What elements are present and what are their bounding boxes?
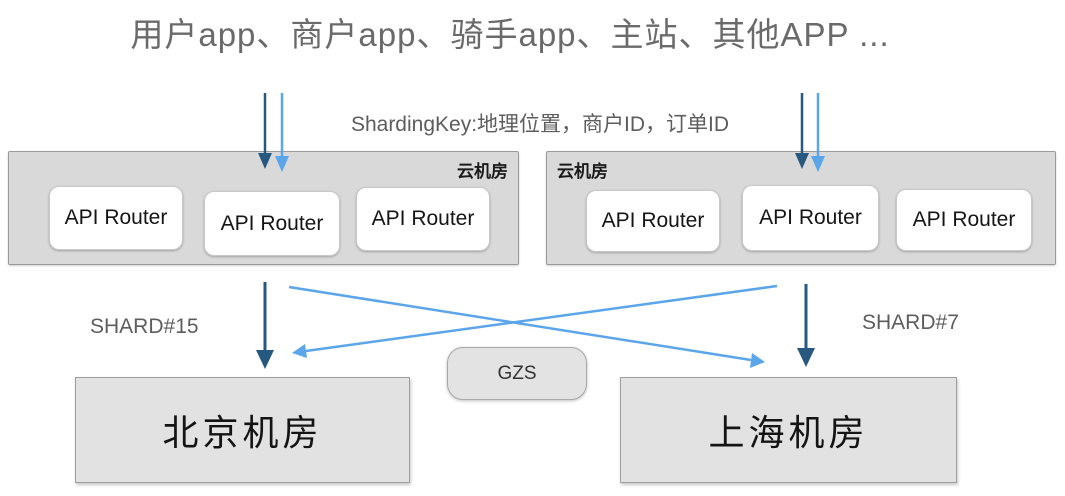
- shard-label-right: SHARD#7: [862, 311, 959, 334]
- gzs-node: GZS: [447, 347, 587, 400]
- cloud-room-left: 云机房 API Router API Router API Router: [8, 151, 519, 265]
- api-router-node: API Router: [49, 186, 183, 250]
- api-router-node: API Router: [742, 185, 879, 251]
- arrow-shard7-to-shanghai: [797, 284, 815, 367]
- cloud-room-right-label: 云机房: [557, 162, 608, 181]
- arrow-shard15-to-beijing: [256, 282, 274, 369]
- shard-label-left: SHARD#15: [90, 315, 199, 338]
- api-router-node: API Router: [896, 189, 1032, 251]
- page-title: 用户app、商户app、骑手app、主站、其他APP ...: [130, 16, 890, 53]
- api-router-node: API Router: [356, 187, 490, 251]
- api-router-node: API Router: [586, 190, 720, 252]
- cloud-room-left-label: 云机房: [457, 162, 508, 181]
- api-router-node: API Router: [204, 191, 340, 256]
- cloud-room-right: 云机房 API Router API Router API Router: [546, 151, 1056, 265]
- sharding-key-label: ShardingKey:地理位置，商户ID，订单ID: [350, 113, 730, 136]
- datacenter-beijing: 北京机房: [75, 377, 410, 483]
- datacenter-shanghai: 上海机房: [620, 377, 957, 483]
